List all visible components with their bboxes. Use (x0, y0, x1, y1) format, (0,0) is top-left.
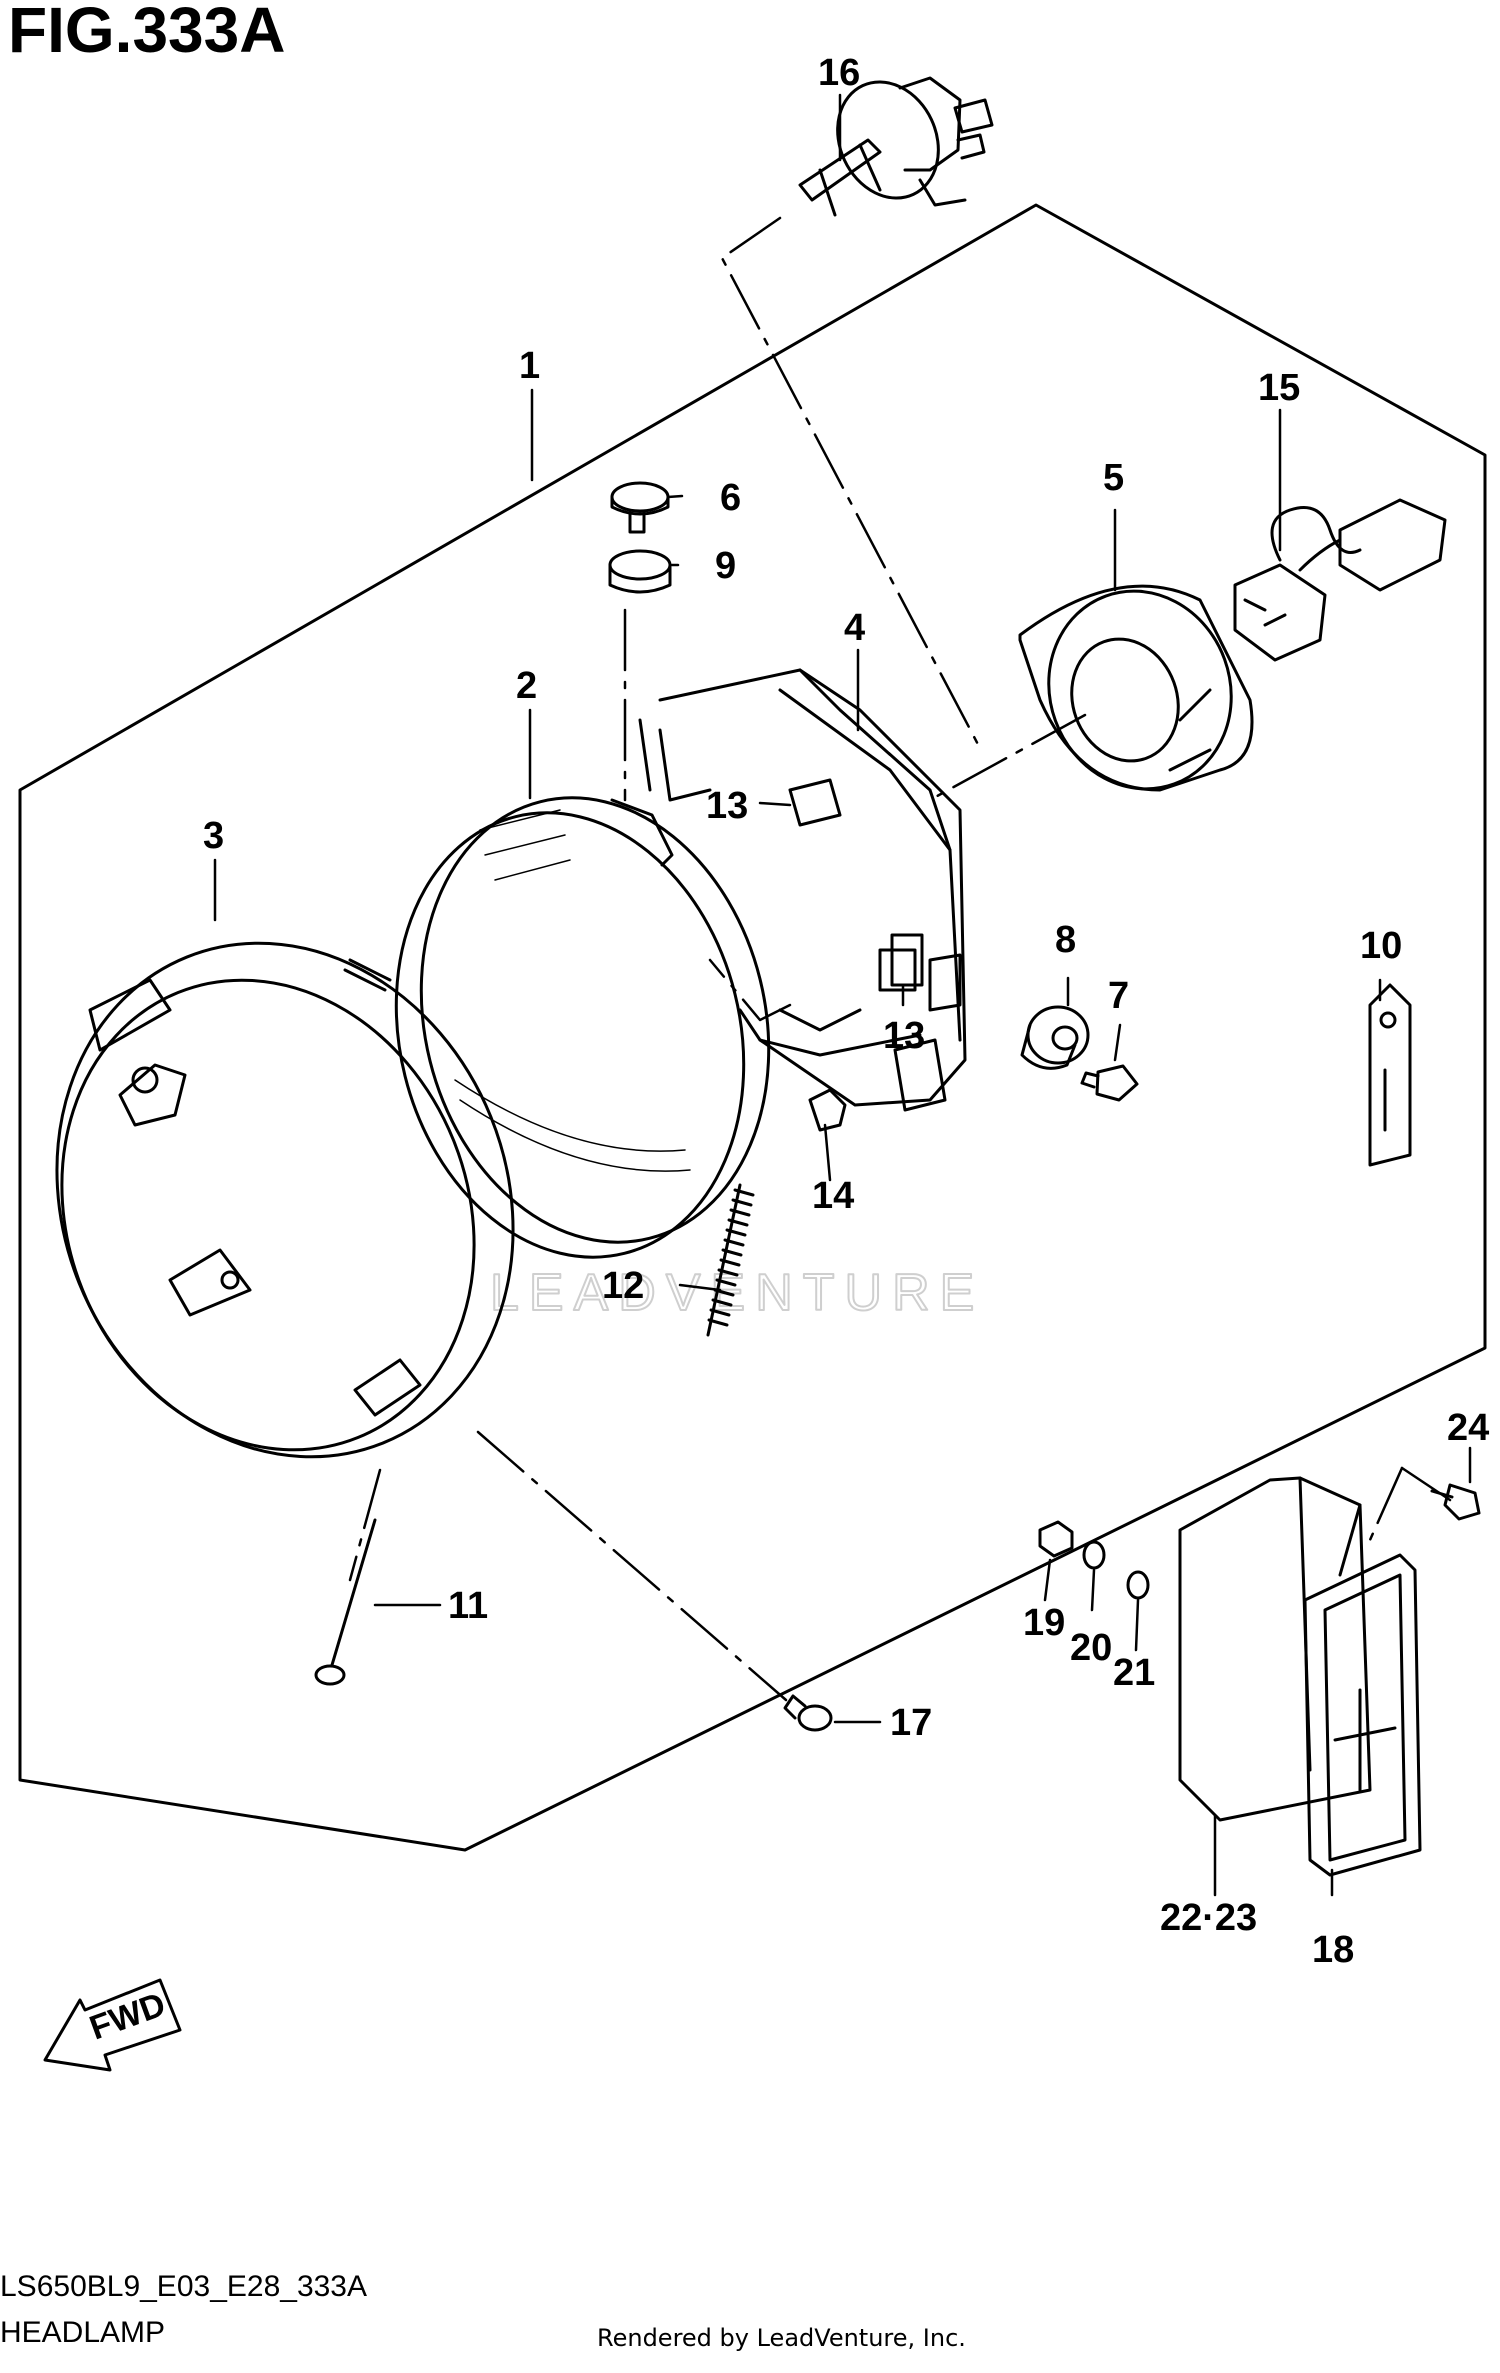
callout-2[interactable]: 2 (516, 665, 537, 707)
callout-5[interactable]: 5 (1103, 457, 1124, 499)
washer-20[interactable] (1082, 1540, 1106, 1570)
harness-connector[interactable] (1233, 498, 1447, 662)
callout-4[interactable]: 4 (844, 607, 865, 649)
screw-11[interactable] (314, 1518, 377, 1686)
callout-14[interactable]: 14 (812, 1175, 854, 1217)
nut-14[interactable] (808, 1088, 847, 1132)
callout-16[interactable]: 16 (818, 52, 860, 94)
callout-9[interactable]: 9 (715, 545, 736, 587)
callout-20[interactable]: 20 (1070, 1627, 1112, 1669)
callout-15[interactable]: 15 (1258, 367, 1300, 409)
bracket-tab-13-lower[interactable] (890, 933, 924, 987)
grommet-9[interactable] (608, 549, 672, 594)
callout-22-23[interactable]: 22·23 (1160, 1897, 1257, 1939)
headlamp-housing[interactable] (638, 668, 967, 1112)
headlamp-bulb[interactable] (798, 65, 994, 217)
leader-lines (213, 93, 1472, 1897)
headlamp-unit[interactable] (351, 761, 815, 1295)
socket-cover[interactable] (1018, 565, 1259, 815)
callout-18[interactable]: 18 (1312, 1929, 1354, 1971)
assembly-outline-box (18, 203, 1487, 1852)
callout-8[interactable]: 8 (1055, 919, 1076, 961)
fwd-arrow-icon: FWD (43, 1978, 182, 2072)
callout-1[interactable]: 1 (519, 345, 540, 387)
callout-21[interactable]: 21 (1113, 1652, 1155, 1694)
callout-19[interactable]: 19 (1023, 1602, 1065, 1644)
model-code: LS650BL9_E03_E28_333A (0, 2270, 367, 2303)
bracket-10[interactable] (1368, 983, 1412, 1167)
spring-12[interactable] (706, 1183, 755, 1337)
washer-21[interactable] (1126, 1570, 1150, 1600)
figure-title: FIG.333A (8, 0, 285, 66)
callout-12[interactable]: 12 (602, 1265, 644, 1307)
callout-3[interactable]: 3 (203, 815, 224, 857)
headlamp-rim[interactable] (0, 874, 589, 1526)
callout-24[interactable]: 24 (1447, 1407, 1489, 1449)
callout-11[interactable]: 11 (448, 1585, 488, 1627)
callout-13-upper[interactable]: 13 (706, 785, 748, 827)
section-name: HEADLAMP (0, 2316, 165, 2349)
callout-13-lower[interactable]: 13 (883, 1015, 925, 1057)
screw-6[interactable] (610, 481, 670, 534)
bracket-tab-13-upper[interactable] (788, 778, 842, 827)
bolt-7[interactable] (1080, 1064, 1139, 1102)
callout-7[interactable]: 7 (1108, 975, 1129, 1017)
reflector-lens[interactable] (1303, 1553, 1422, 1877)
watermark-text: LEADVENTURE (490, 1264, 984, 1322)
screw-17[interactable] (783, 1694, 833, 1732)
callout-17[interactable]: 17 (890, 1702, 932, 1744)
nut-19[interactable] (1038, 1520, 1074, 1558)
callout-10[interactable]: 10 (1360, 925, 1402, 967)
bolt-24[interactable] (1430, 1483, 1481, 1521)
render-credit: Rendered by LeadVenture, Inc. (597, 2324, 966, 2352)
callout-6[interactable]: 6 (720, 477, 741, 519)
cushion-8[interactable] (1020, 1005, 1090, 1070)
reflector-case[interactable] (1178, 1476, 1372, 1822)
callout-labels: 1 2 3 4 5 6 7 8 9 10 11 12 13 13 14 15 1… (203, 52, 1489, 1971)
